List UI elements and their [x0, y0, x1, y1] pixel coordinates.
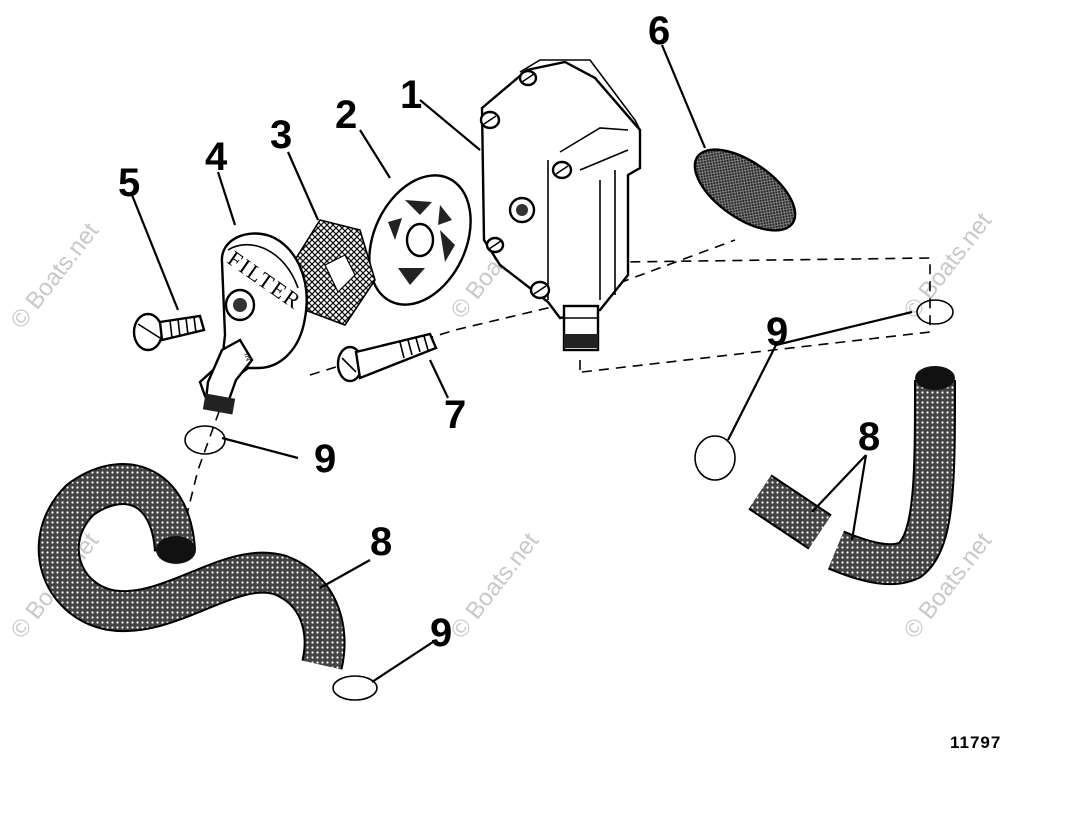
callout-9-bottom: 9 [430, 611, 452, 655]
thumb-screw-part-5 [132, 312, 206, 352]
screen-part-6 [693, 148, 797, 232]
callout-9-left: 9 [314, 437, 336, 481]
filter-cover-part-4: FILTER IN [198, 232, 308, 415]
watermark-bottom-center: © Boats.net [445, 528, 544, 644]
watermark-group: © Boats.net © Boats.net © Boats.net © Bo… [5, 208, 997, 644]
hose-clamps-part-9 [184, 299, 954, 701]
callout-1: 1 [400, 73, 422, 117]
bolt-part-7 [336, 332, 438, 383]
watermark-left: © Boats.net [5, 218, 104, 334]
callout-3: 3 [270, 113, 292, 157]
callout-2: 2 [335, 93, 357, 137]
filter-plate-part-2 [368, 174, 472, 306]
filter-in-mark: IN [242, 352, 253, 363]
callout-7: 7 [444, 393, 466, 437]
hose-right-part-8 [748, 366, 956, 586]
hose-left-part-8 [37, 463, 346, 670]
callout-6: 6 [648, 9, 670, 53]
callout-9-right: 9 [766, 310, 788, 354]
callout-8-left: 8 [370, 520, 392, 564]
callout-4: 4 [205, 135, 228, 179]
hose-routing-dashed-line [581, 257, 931, 373]
leader-lines [130, 44, 913, 683]
callout-8-right: 8 [858, 415, 880, 459]
callout-5: 5 [118, 161, 140, 205]
diagram-reference-number: 11797 [950, 733, 1001, 752]
outlet-dashed-line [177, 394, 226, 551]
fuel-pump-body [479, 59, 642, 352]
callout-numbers: 1 2 3 4 5 6 7 8 8 9 9 9 [118, 9, 880, 655]
watermark-right-top: © Boats.net [898, 208, 997, 324]
